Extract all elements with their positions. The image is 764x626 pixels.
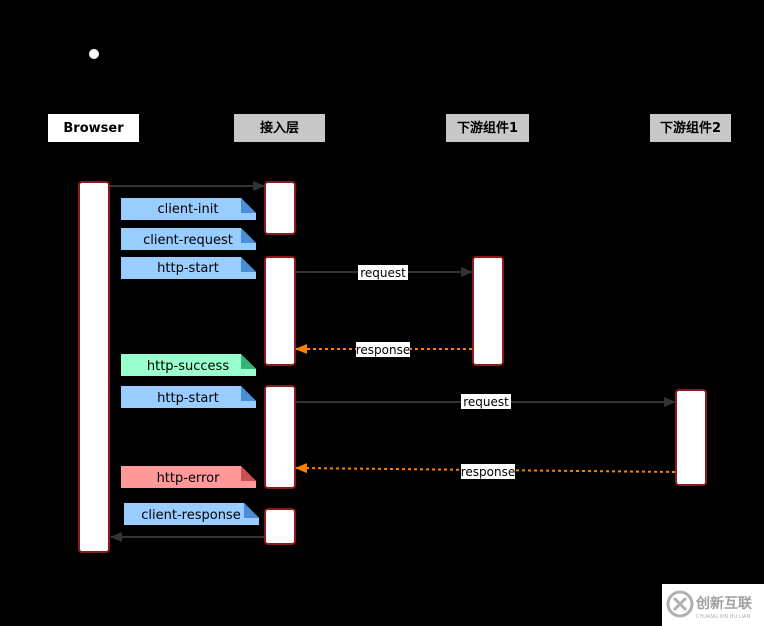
watermark: 创新互联 CHUANG XIN HU LIAN — [662, 584, 764, 626]
message-request-1-label-bg — [358, 265, 408, 280]
activation-downstream2 — [675, 389, 707, 486]
message-response-2-label-bg — [461, 464, 515, 479]
message-response-1-label-bg — [356, 342, 410, 357]
note-http-error: http-error — [121, 466, 256, 488]
participant-gateway-label: 接入层 — [260, 120, 299, 136]
note-client-request: client-request — [121, 228, 256, 250]
watermark-text: 创新互联 — [695, 595, 753, 612]
activation-gateway-1 — [264, 181, 296, 235]
participant-downstream2-box — [650, 114, 731, 142]
activation-downstream1 — [472, 256, 504, 366]
watermark-logo-cross-icon — [672, 596, 688, 612]
participant-downstream1-box — [446, 114, 529, 142]
participant-downstream2: 下游组件2 — [650, 114, 731, 142]
note-http-start-2-label: http-start — [157, 391, 219, 406]
activation-gateway-3 — [264, 385, 296, 489]
activation-browser — [78, 181, 110, 553]
participant-gateway: 接入层 — [234, 114, 325, 142]
note-client-init: client-init — [121, 198, 256, 220]
note-http-success-label: http-success — [147, 359, 229, 374]
participant-downstream1: 下游组件1 — [446, 114, 529, 142]
participant-downstream1-label: 下游组件1 — [457, 120, 518, 136]
note-http-start-1: http-start — [121, 257, 256, 279]
note-http-success: http-success — [121, 354, 256, 376]
message-request-2-label: request — [463, 395, 509, 409]
watermark-subtext: CHUANG XIN HU LIAN — [696, 614, 750, 620]
note-client-init-label: client-init — [158, 202, 219, 217]
note-http-start-2: http-start — [121, 386, 256, 408]
watermark-logo-icon — [666, 590, 694, 618]
note-http-error-label: http-error — [157, 471, 221, 486]
note-client-request-label: client-request — [143, 233, 233, 248]
message-response-1-label: response — [356, 343, 411, 357]
participant-browser-box — [48, 114, 139, 142]
actor-icon — [78, 47, 110, 96]
note-http-start-1-label: http-start — [157, 261, 219, 276]
activation-gateway-4 — [264, 508, 296, 545]
activation-gateway-2 — [264, 256, 296, 366]
message-request-2-label-bg — [461, 394, 511, 409]
message-response-2-label: response — [461, 465, 516, 479]
participant-downstream2-label: 下游组件2 — [660, 120, 721, 136]
participant-browser-label: Browser — [63, 121, 124, 136]
participant-gateway-box — [234, 114, 325, 142]
message-request-1-label: request — [360, 266, 406, 280]
note-client-response: client-response — [124, 503, 259, 525]
note-client-response-label: client-response — [141, 508, 240, 523]
participant-browser: Browser — [48, 114, 139, 142]
